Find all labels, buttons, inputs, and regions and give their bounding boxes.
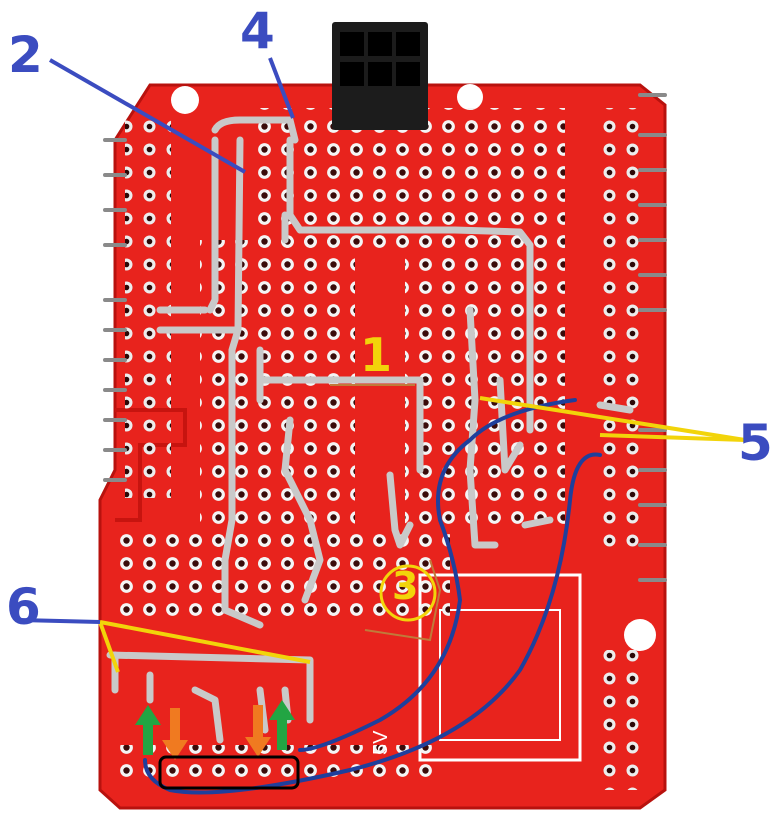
callout-label-3: 3 <box>392 564 419 608</box>
orange-arrow-icon <box>162 705 271 760</box>
copper-wire <box>330 384 442 642</box>
callout-label-4: 4 <box>240 2 275 60</box>
header-connector <box>332 22 428 130</box>
callout-lines <box>98 396 746 673</box>
callout-label-1: 1 <box>360 328 393 382</box>
highlight-box <box>158 755 300 790</box>
callout-label-2: 2 <box>8 26 43 84</box>
callout-label-5: 5 <box>738 414 773 472</box>
blue-jumper-wires <box>143 398 602 795</box>
silkscreen-5v-label: 5V <box>370 730 392 755</box>
pcb-board <box>98 83 667 810</box>
callout-label-6: 6 <box>6 578 41 636</box>
callout-pointers <box>19 57 295 624</box>
callout-circle-3 <box>379 564 437 622</box>
side-pins <box>103 93 667 582</box>
green-arrow-icon <box>135 700 295 755</box>
